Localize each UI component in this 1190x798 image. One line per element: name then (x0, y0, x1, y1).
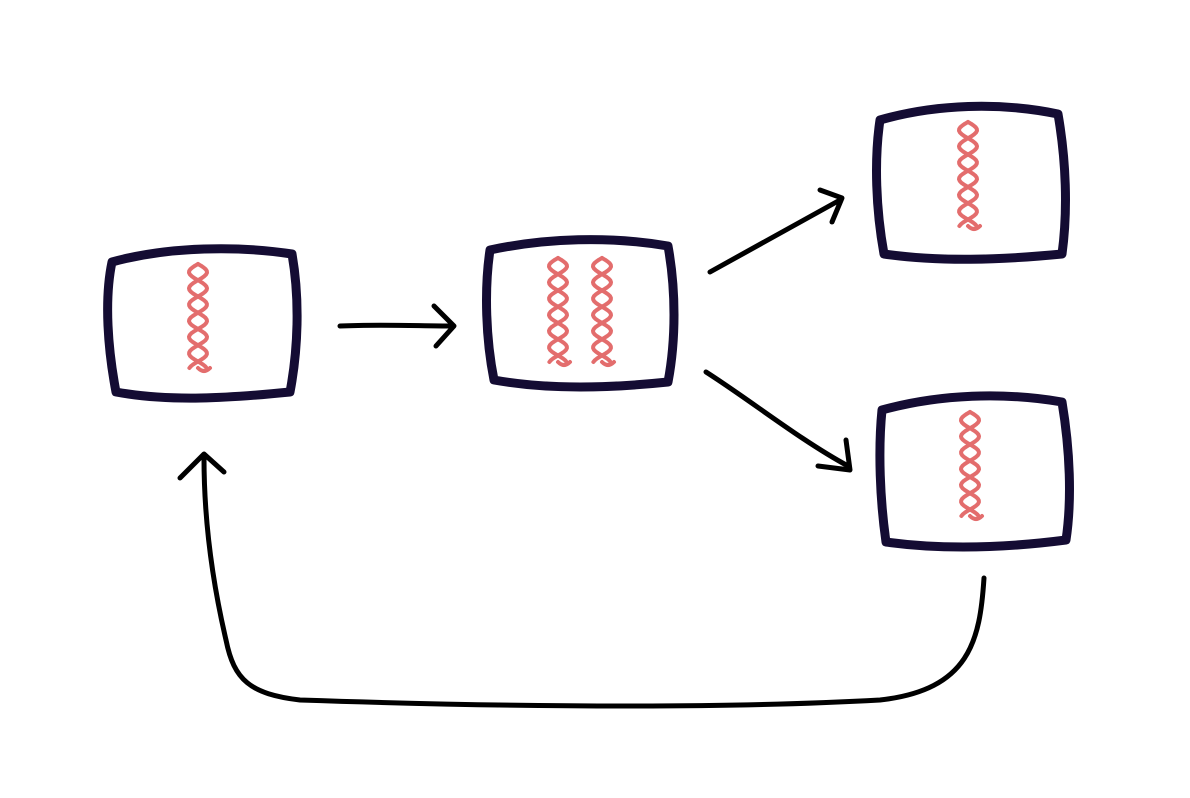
chromosome-icon (547, 256, 572, 367)
chromosome-icon (187, 262, 212, 373)
chromosome-tail (196, 366, 212, 373)
cells-layer (103, 101, 1074, 552)
arrow-line (707, 197, 843, 275)
daughter-cell-top (872, 101, 1070, 264)
arrow-head-icon (817, 187, 845, 225)
parent-cell (103, 244, 302, 403)
chromosome-strand (547, 256, 569, 364)
cell-outline-icon (482, 235, 679, 392)
chromosome-icon (591, 256, 616, 367)
chromosome-tail (968, 514, 984, 521)
daughter-cell-bottom (875, 391, 1074, 552)
cell-outline-icon (875, 391, 1074, 552)
arrow-head-icon (431, 303, 457, 349)
chromosome-icon (957, 120, 982, 231)
arrow-replicated-to-daughter-top (707, 187, 845, 275)
cell-outline-icon (872, 101, 1070, 264)
arrow-head-icon (177, 451, 227, 481)
arrows-layer (177, 187, 987, 709)
arrow-line (201, 455, 987, 709)
chromosome-icon (959, 410, 984, 521)
chromosome-tail (556, 360, 572, 367)
arrow-line (337, 322, 455, 329)
arrow-line (703, 369, 851, 469)
arrow-head-icon (815, 437, 853, 473)
chromosome-strand (957, 120, 979, 228)
chromosome-strand (959, 410, 981, 518)
cell-outline-icon (103, 244, 302, 403)
chromosome-tail (600, 360, 616, 367)
chromosome-strand (187, 262, 209, 370)
replicated-cell (482, 235, 679, 392)
arrow-replicated-to-daughter-bottom (703, 369, 853, 473)
chromosome-tail (966, 224, 982, 231)
chromosome-strand (591, 256, 613, 364)
arrow-daughter-bottom-to-parent (177, 451, 987, 709)
arrow-parent-to-replicated (337, 303, 457, 349)
